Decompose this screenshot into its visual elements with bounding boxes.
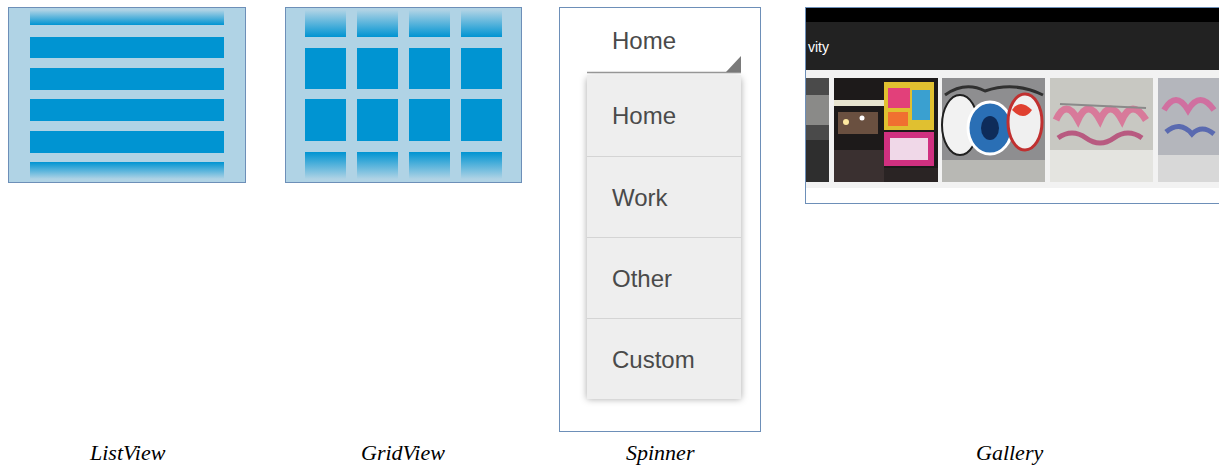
gallery-illustration	[806, 8, 1219, 204]
dropdown-item: Work	[587, 156, 741, 237]
widget-caption: GridView	[361, 440, 445, 466]
spinner-selected-text: Home	[612, 27, 676, 55]
dropdown-item-text: Other	[612, 265, 672, 293]
window-title: vity	[808, 39, 829, 55]
dropdown-item: Home	[587, 75, 741, 156]
listview-illustration	[9, 8, 246, 183]
spinner-frame: HomeHomeWorkOtherCustom	[559, 7, 761, 432]
dropdown-item-text: Work	[612, 184, 668, 212]
spinner-underline	[587, 56, 741, 73]
widget-caption: ListView	[90, 440, 165, 466]
dropdown-item: Other	[587, 237, 741, 318]
widget-caption: Spinner	[626, 440, 694, 466]
dropdown-item-text: Custom	[612, 346, 695, 374]
widget-caption: Gallery	[976, 440, 1043, 466]
gridview-illustration	[286, 8, 522, 183]
dropdown-item-text: Home	[612, 102, 676, 130]
dropdown-item: Custom	[587, 318, 741, 399]
